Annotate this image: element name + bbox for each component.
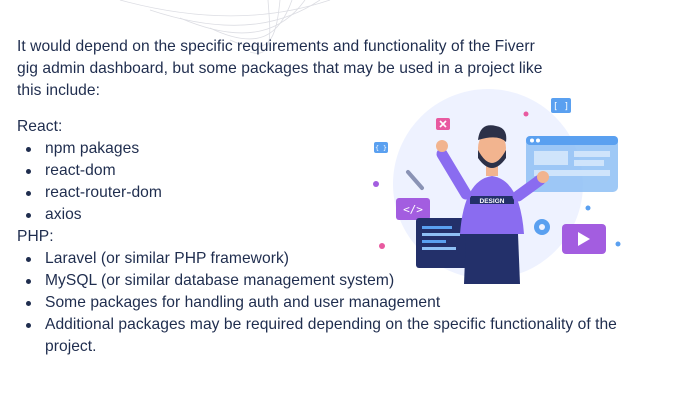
code-tag-card: </>: [396, 198, 430, 220]
bracket-badge-icon: [ ]: [551, 98, 571, 113]
browser-window-icon: [526, 136, 618, 192]
list-item: MySQL (or similar database management sy…: [17, 270, 667, 292]
shirt-text: DESIGN: [480, 198, 505, 205]
code-tag-text: </>: [403, 203, 423, 216]
close-badge-icon: [436, 118, 450, 130]
curly-badge-icon: { }: [374, 142, 388, 153]
list-item: Some packages for handling auth and user…: [17, 292, 667, 314]
gear-icon: [534, 219, 550, 235]
section-heading-php: PHP:: [17, 228, 54, 245]
decor-dot: [585, 205, 591, 211]
document-body: It would depend on the specific requirem…: [17, 36, 667, 358]
react-package-list: npm pakages react-dom react-router-dom a…: [17, 138, 667, 226]
video-player-icon: [562, 224, 606, 254]
developer-illustration: [ ] { } </> DESIGN: [373, 89, 621, 284]
decor-dot: [379, 243, 385, 249]
developer-figure: DESIGN: [436, 125, 549, 284]
section-heading-react: React:: [17, 118, 63, 135]
decor-dot: [615, 241, 621, 247]
list-item: axios: [17, 204, 667, 226]
intro-paragraph: It would depend on the specific requirem…: [17, 38, 543, 99]
wrench-icon: [406, 170, 424, 190]
list-item: Additional packages may be required depe…: [17, 314, 667, 358]
decor-dot: [523, 111, 529, 117]
list-item: react-router-dom: [17, 182, 667, 204]
list-item: Laravel (or similar PHP framework): [17, 248, 667, 270]
decor-dot: [373, 181, 379, 187]
code-panel: [416, 218, 468, 268]
curly-badge-text: { }: [375, 144, 387, 152]
bracket-badge-text: [ ]: [553, 102, 569, 112]
php-package-list: Laravel (or similar PHP framework) MySQL…: [17, 248, 667, 358]
list-item: npm pakages: [17, 138, 667, 160]
list-item: react-dom: [17, 160, 667, 182]
